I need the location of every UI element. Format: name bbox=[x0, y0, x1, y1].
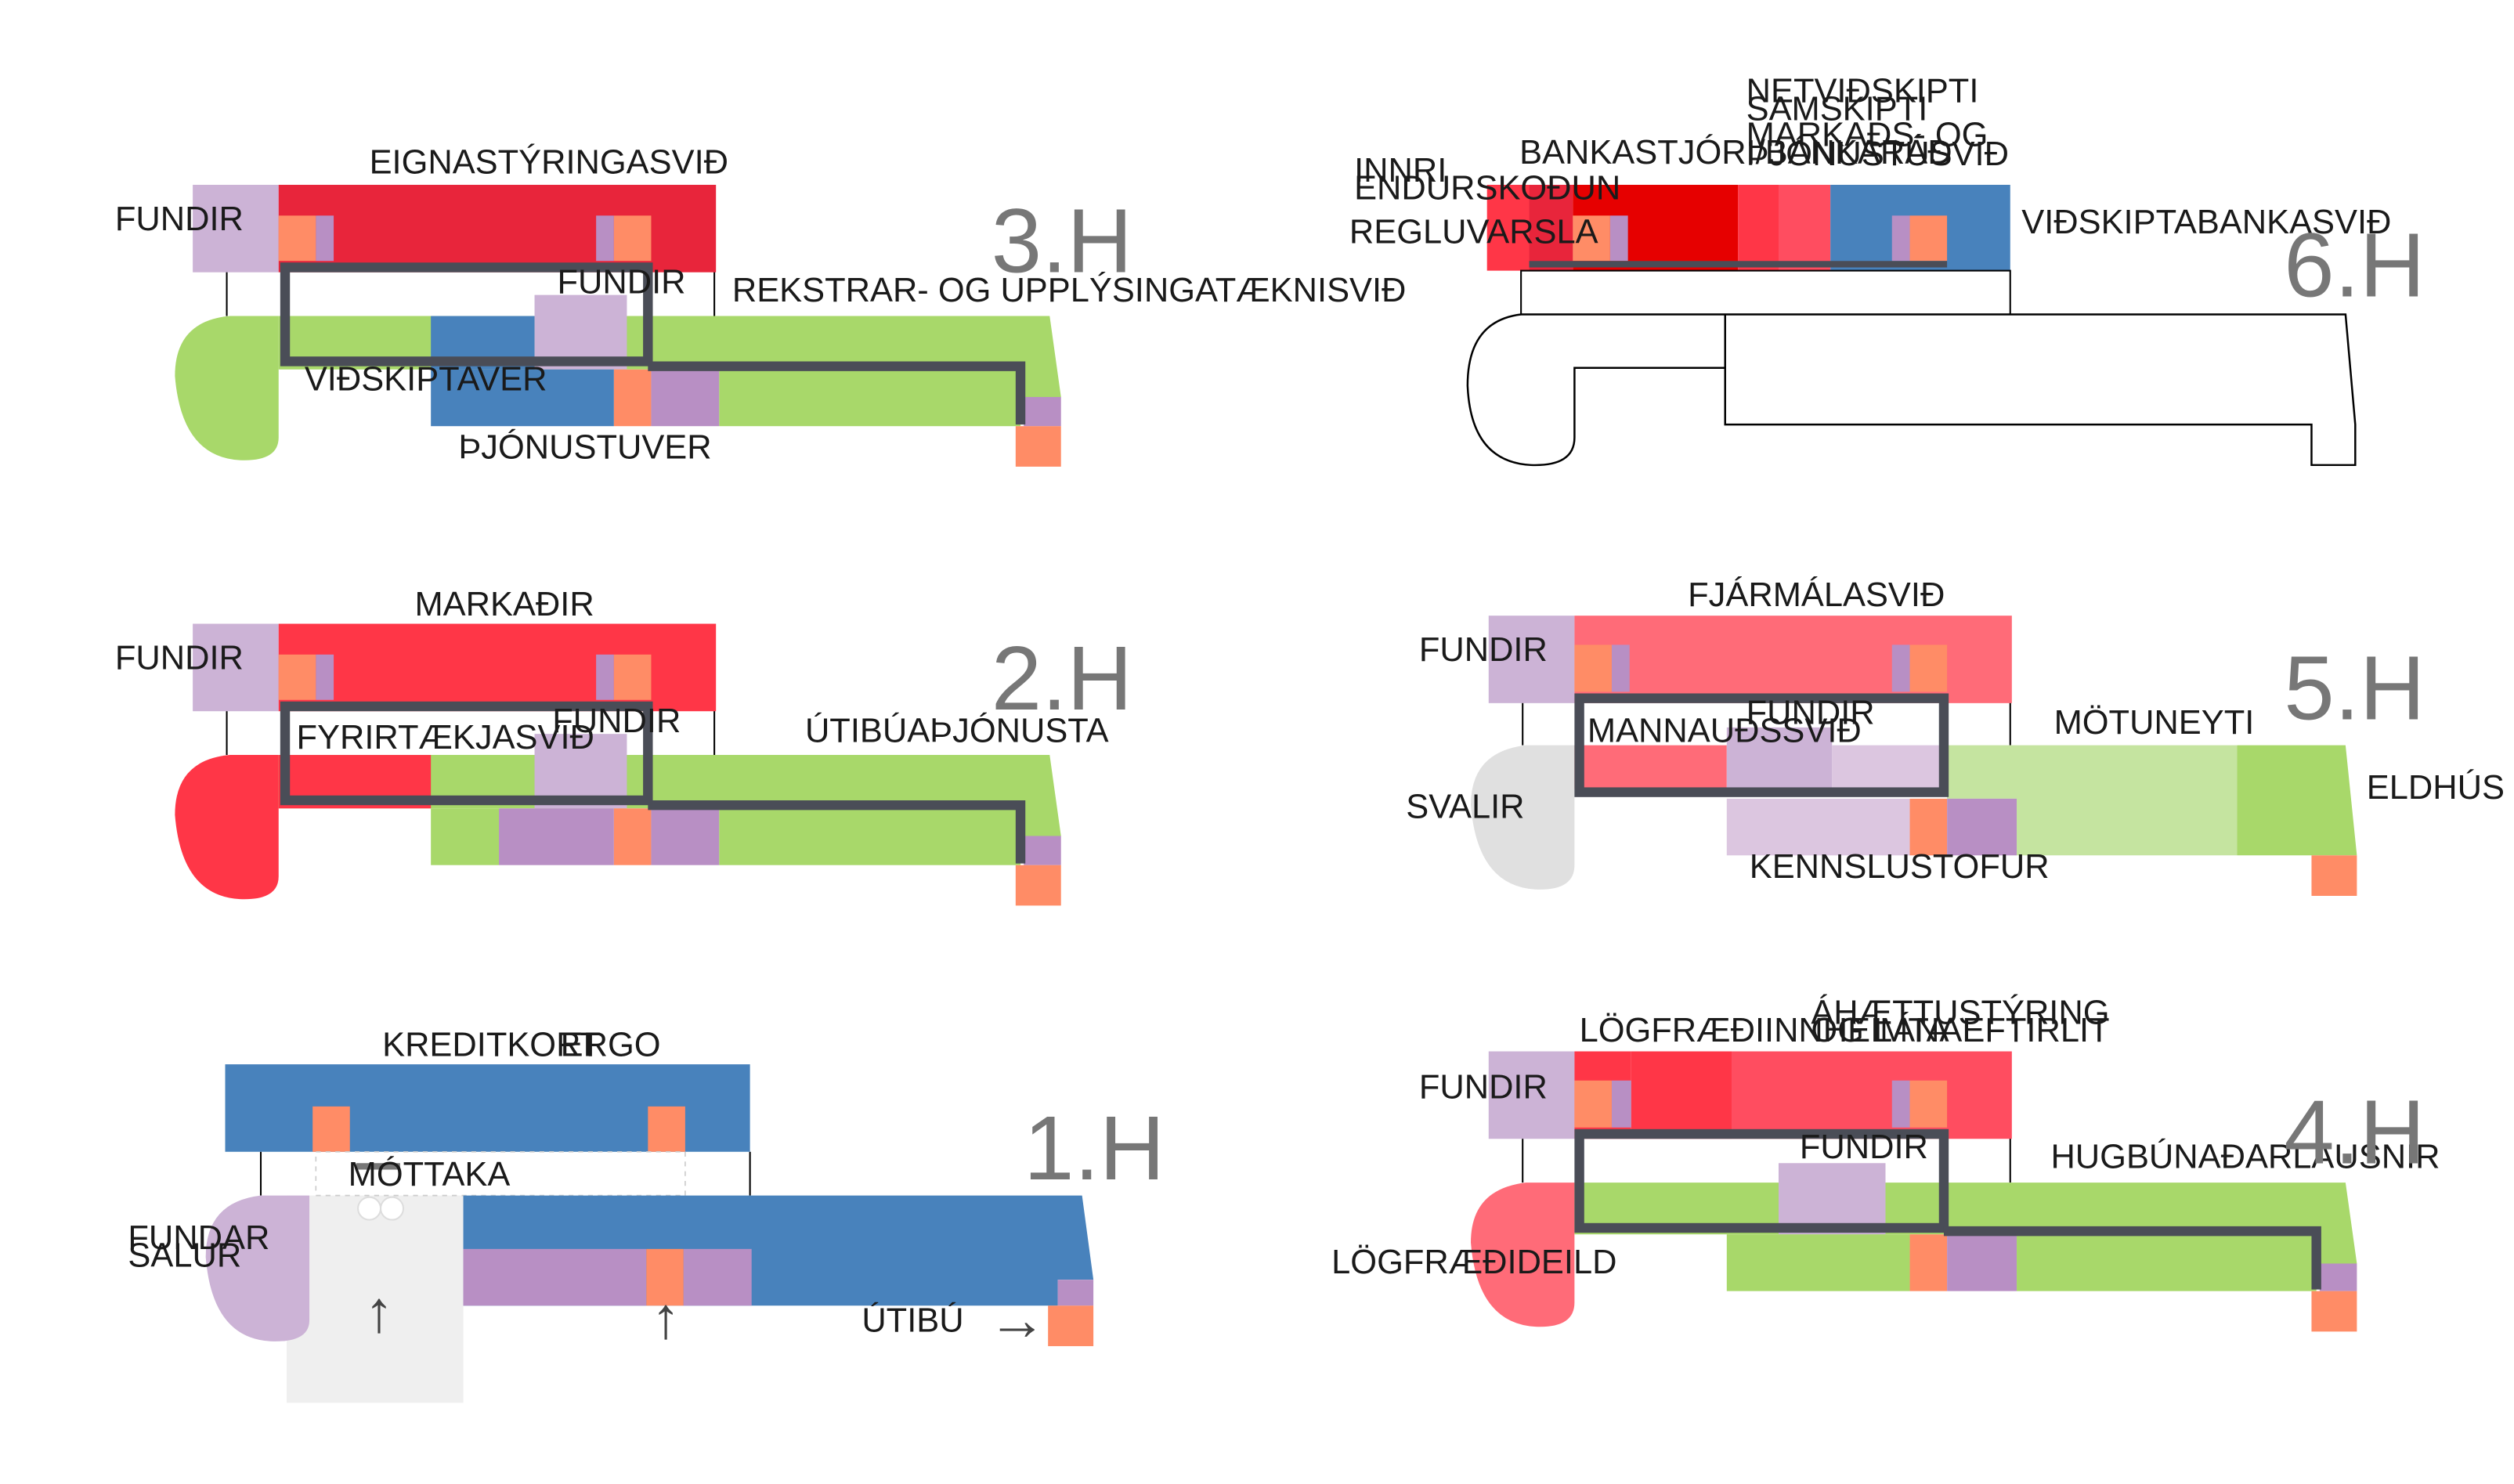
green-main-block bbox=[1574, 1183, 2357, 1264]
corridor-loop bbox=[280, 701, 653, 806]
green-main-block bbox=[278, 755, 1061, 836]
fundir-room-mid bbox=[1726, 727, 1833, 789]
arrow-up-icon: ↑ bbox=[651, 1286, 680, 1351]
arrow-right-icon: → bbox=[988, 1287, 1046, 1352]
label-left: FUNDIR bbox=[115, 200, 244, 238]
fundir-room-mid bbox=[1778, 1163, 1886, 1235]
reception-desk-icon bbox=[356, 1163, 400, 1170]
fundir-room bbox=[1488, 1051, 1575, 1139]
label-motuneyti: MÖTUNEYTI bbox=[2054, 704, 2255, 742]
floor-6h: NETVIÐSKIPTI SAMSKIPTI MARKAÐS- OG ÞJÓNU… bbox=[1349, 73, 2426, 467]
floor-label-5h: 5.H bbox=[2284, 637, 2425, 739]
label-logfraedideild: LÖGFRÆÐIDEILD bbox=[1331, 1244, 1616, 1281]
label-eldhus: ELDHÚS bbox=[2367, 769, 2505, 807]
corridor-loop bbox=[280, 262, 653, 366]
corridor-loop bbox=[1574, 693, 1949, 797]
red-block bbox=[1486, 185, 1530, 271]
label-bottom: ÞJÓNUSTUVER bbox=[458, 429, 711, 467]
floor-label-6h: 6.H bbox=[2284, 215, 2425, 316]
label-vidskiptabankasvid: VIÐSKIPTABANKASVIÐ bbox=[2021, 204, 2391, 241]
mottaka-hall bbox=[287, 1195, 464, 1403]
arrow-up-icon: ↑ bbox=[364, 1279, 393, 1344]
floor-2h: MARKAÐIR FUNDIR FUNDIR ÚTIBÚAÞJÓNUSTA FY… bbox=[115, 586, 1132, 906]
label-left: FUNDIR bbox=[1419, 631, 1548, 669]
svalir-lobe bbox=[1471, 745, 1575, 890]
fundir-room bbox=[1488, 616, 1575, 703]
label-left: FUNDIR bbox=[115, 639, 244, 677]
label-right: REKSTRAR- OG UPPLÝSINGATÆKNISVIÐ bbox=[732, 272, 1407, 309]
label-svalir: SVALIR bbox=[1406, 789, 1524, 826]
motuneyti-block bbox=[1947, 745, 2238, 856]
floor-5h: FJÁRMÁLASVIÐ FUNDIR FUNDIR MANNAUÐSSVIÐ … bbox=[1406, 576, 2505, 896]
label-top: MARKAÐIR bbox=[414, 586, 594, 623]
floor-1h: KREDITKORT ERGO MÓTTAKA FUNDAR SALUR ÚTI… bbox=[128, 1027, 1165, 1403]
label-fundar: FUNDAR bbox=[128, 1219, 269, 1257]
eldhus-block bbox=[2237, 745, 2357, 856]
label-right: ÚTIBÚAÞJÓNUSTA bbox=[805, 712, 1109, 749]
label-logfraediinnheimta: LÖGFRÆÐIINNHEIMTA bbox=[1580, 1012, 1949, 1049]
label-markads: MARKAÐS- OG bbox=[1746, 116, 1988, 153]
logfraedideild-lobe bbox=[1471, 1183, 1575, 1327]
label-lower-left: FYRIRTÆKJASVIÐ bbox=[296, 719, 594, 756]
label-salur: SALUR bbox=[128, 1237, 241, 1275]
fundir-room bbox=[193, 623, 279, 712]
label-top: EIGNASTÝRINGASVIÐ bbox=[370, 144, 728, 182]
floor-label-3h: 3.H bbox=[992, 190, 1132, 292]
label-kreditkort: KREDITKORT bbox=[382, 1027, 601, 1064]
corridor-loop bbox=[1574, 1128, 1949, 1233]
label-lower-left: VIÐSKIPTAVER bbox=[305, 361, 547, 399]
label-thjonustusvid: ÞJÓNUSTUSVIÐ bbox=[1746, 135, 2009, 173]
floor-label-2h: 2.H bbox=[992, 627, 1132, 729]
label-netvidskipti: NETVIÐSKIPTI bbox=[1746, 73, 1979, 110]
label-bankastjori: BANKASTJÓRI/BANKARÁÐ bbox=[1519, 134, 1952, 172]
label-ahaettustyring: ÁHÆTTUSTÝRING bbox=[1811, 994, 2109, 1031]
label-innri: INNRI bbox=[1354, 152, 1447, 190]
floor-4h: LÖGFRÆÐIINNHEIMTA ÁHÆTTUSTÝRING OG LÁNAE… bbox=[1331, 994, 2440, 1332]
empty-corridor bbox=[1520, 269, 2011, 316]
red-lobe bbox=[175, 755, 279, 900]
label-mid: FUNDIR bbox=[557, 264, 685, 301]
floor-label-4h: 4.H bbox=[2284, 1081, 2425, 1183]
label-mid: FUNDIR bbox=[1800, 1128, 1928, 1166]
fundarsalur-lobe bbox=[205, 1195, 310, 1341]
label-kennslustofur: KENNSLUSTOFUR bbox=[1750, 848, 2050, 886]
label-mid: FUNDIR bbox=[552, 702, 681, 740]
label-top: FJÁRMÁLASVIÐ bbox=[1688, 576, 1945, 614]
green-lobe bbox=[175, 316, 279, 460]
label-endurskodun: ENDURSKOÐUN bbox=[1354, 170, 1620, 208]
label-hugbunadarlausnir: HUGBÚNAÐARLAUSNIR bbox=[2050, 1138, 2440, 1175]
label-mid: FUNDIR bbox=[1746, 695, 1875, 732]
label-ergo: ERGO bbox=[561, 1027, 661, 1064]
label-regluvarsla: REGLUVARSLA bbox=[1349, 213, 1598, 251]
label-mottaka: MÓTTAKA bbox=[349, 1156, 511, 1193]
label-samskipti: SAMSKIPTI bbox=[1746, 90, 1928, 128]
fundir-room bbox=[193, 185, 279, 273]
floor-label-1h: 1.H bbox=[1024, 1097, 1165, 1199]
label-lanaeftirlit: OG LÁNAEFTIRLIT bbox=[1811, 1012, 2109, 1049]
floor-3h: EIGNASTÝRINGASVIÐ FUNDIR FUNDIR REKSTRAR… bbox=[115, 144, 1407, 467]
label-utibu: ÚTIBÚ bbox=[861, 1302, 963, 1339]
label-left: FUNDIR bbox=[1419, 1069, 1548, 1107]
label-mannaudssvid: MANNAUÐSSVIÐ bbox=[1588, 712, 1862, 749]
outline-block bbox=[1466, 313, 2357, 467]
